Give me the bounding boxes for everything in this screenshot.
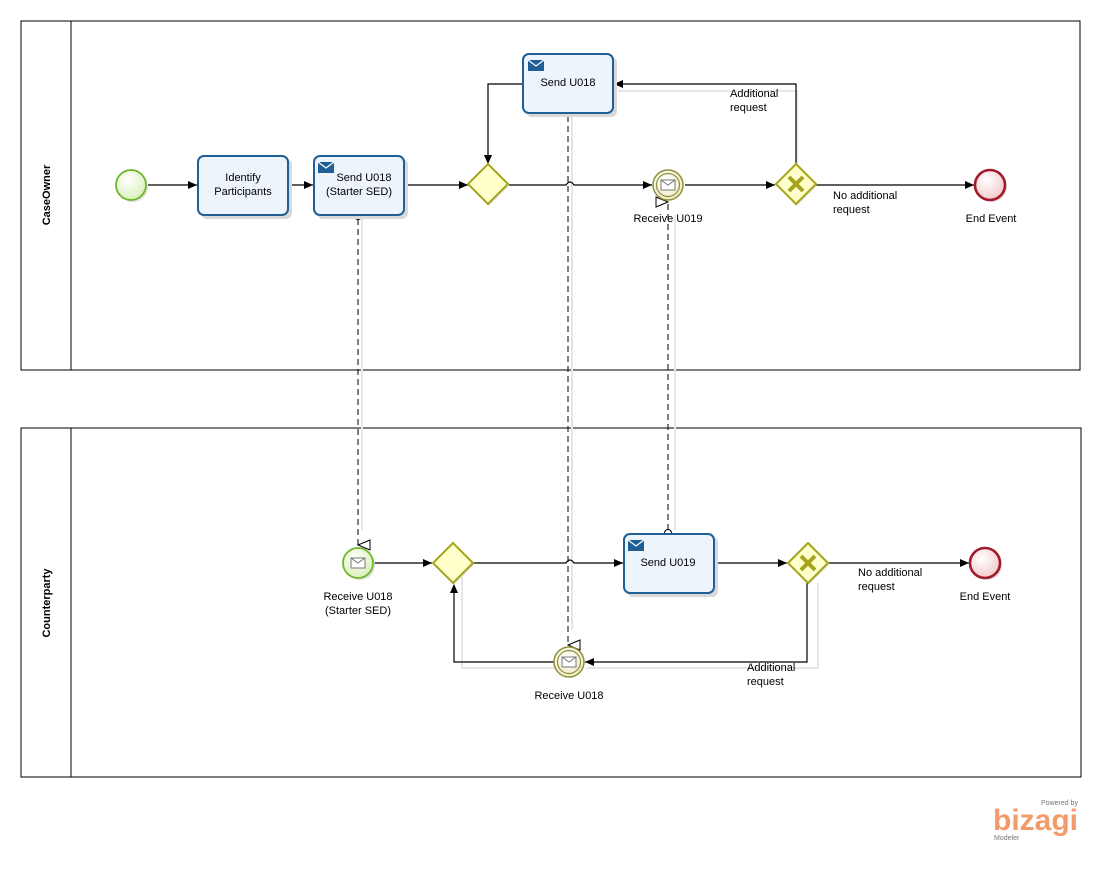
receive-u018-label: Receive U018: [534, 690, 603, 702]
envelope-icon: [527, 59, 545, 71]
end-event-top-label: End Event: [966, 213, 1017, 225]
end-event-top[interactable]: End Event: [966, 168, 1017, 225]
bizagi-logo: Powered by bizagi Modeler: [993, 800, 1078, 842]
flow-additional-bottom: [585, 583, 808, 666]
exclusive-gateway-top[interactable]: [774, 162, 818, 206]
caseowner-sequence-flows: [148, 80, 974, 189]
receive-u019-label: Receive U019: [633, 213, 702, 225]
label-additional-bottom-1: Additional: [747, 662, 795, 674]
start-event[interactable]: [115, 169, 148, 202]
exclusive-gateway-bottom[interactable]: [786, 541, 830, 585]
counterparty-sequence-flows: [374, 559, 969, 666]
x-marker-icon: [799, 554, 817, 572]
envelope-icon: [627, 539, 645, 551]
logo-powered-by: Powered by: [1041, 800, 1078, 807]
x-marker-icon: [787, 175, 805, 193]
end-event-bottom-label: End Event: [960, 591, 1011, 603]
task-send-u019[interactable]: Send U019: [623, 533, 718, 597]
flow-send-u018-to-gateway: [484, 83, 522, 164]
flow-additional-top: [614, 80, 797, 165]
task-send-u018-label: Send U018: [540, 77, 595, 89]
label-no-additional-top-1: No additional: [833, 190, 897, 202]
intermediate-event-receive-u019[interactable]: Receive U019: [633, 169, 703, 225]
parallel-gateway-top[interactable]: [466, 162, 510, 206]
start-event-receive-u018-starter[interactable]: Receive U018 (Starter SED): [323, 547, 393, 617]
logo-product: Modeler: [994, 835, 1020, 842]
flow-gateway-to-send-u019: [473, 559, 623, 567]
receive-u018-starter-label-1: Receive U018: [323, 591, 392, 603]
logo-name: bizagi: [993, 804, 1078, 837]
connector-shadows: [361, 90, 819, 669]
label-no-additional-bottom-1: No additional: [858, 567, 922, 579]
task-identify-participants[interactable]: Identify Participants: [197, 155, 292, 219]
label-no-additional-bottom-2: request: [858, 581, 895, 593]
label-additional-top-2: request: [730, 102, 767, 114]
task-send-u018-starter-label-1: Send U018: [336, 172, 391, 184]
envelope-icon: [317, 161, 335, 173]
envelope-icon: [561, 656, 577, 668]
pool-caseowner-label: CaseOwner: [41, 164, 53, 225]
intermediate-event-receive-u018[interactable]: Receive U018: [534, 646, 604, 702]
label-additional-bottom-2: request: [747, 676, 784, 688]
label-additional-top-1: Additional: [730, 88, 778, 100]
task-send-u018-starter[interactable]: Send U018 (Starter SED): [313, 155, 408, 219]
task-send-u018-starter-label-2: (Starter SED): [326, 186, 392, 198]
pool-counterparty[interactable]: Counterparty: [20, 427, 1082, 778]
pool-counterparty-label: Counterparty: [41, 568, 53, 638]
envelope-icon: [660, 179, 676, 191]
task-send-u018[interactable]: Send U018: [522, 53, 617, 117]
task-identify-label-2: Participants: [214, 186, 272, 198]
receive-u018-starter-label-2: (Starter SED): [325, 605, 391, 617]
flow-gateway-to-receive-u019: [509, 181, 652, 189]
end-event-bottom[interactable]: End Event: [960, 546, 1011, 603]
flow-receive-u018-to-gateway: [450, 584, 554, 663]
label-no-additional-top-2: request: [833, 204, 870, 216]
task-send-u019-label: Send U019: [640, 557, 695, 569]
parallel-gateway-bottom[interactable]: [431, 541, 475, 585]
envelope-icon: [350, 557, 366, 569]
task-identify-label-1: Identify: [225, 172, 261, 184]
